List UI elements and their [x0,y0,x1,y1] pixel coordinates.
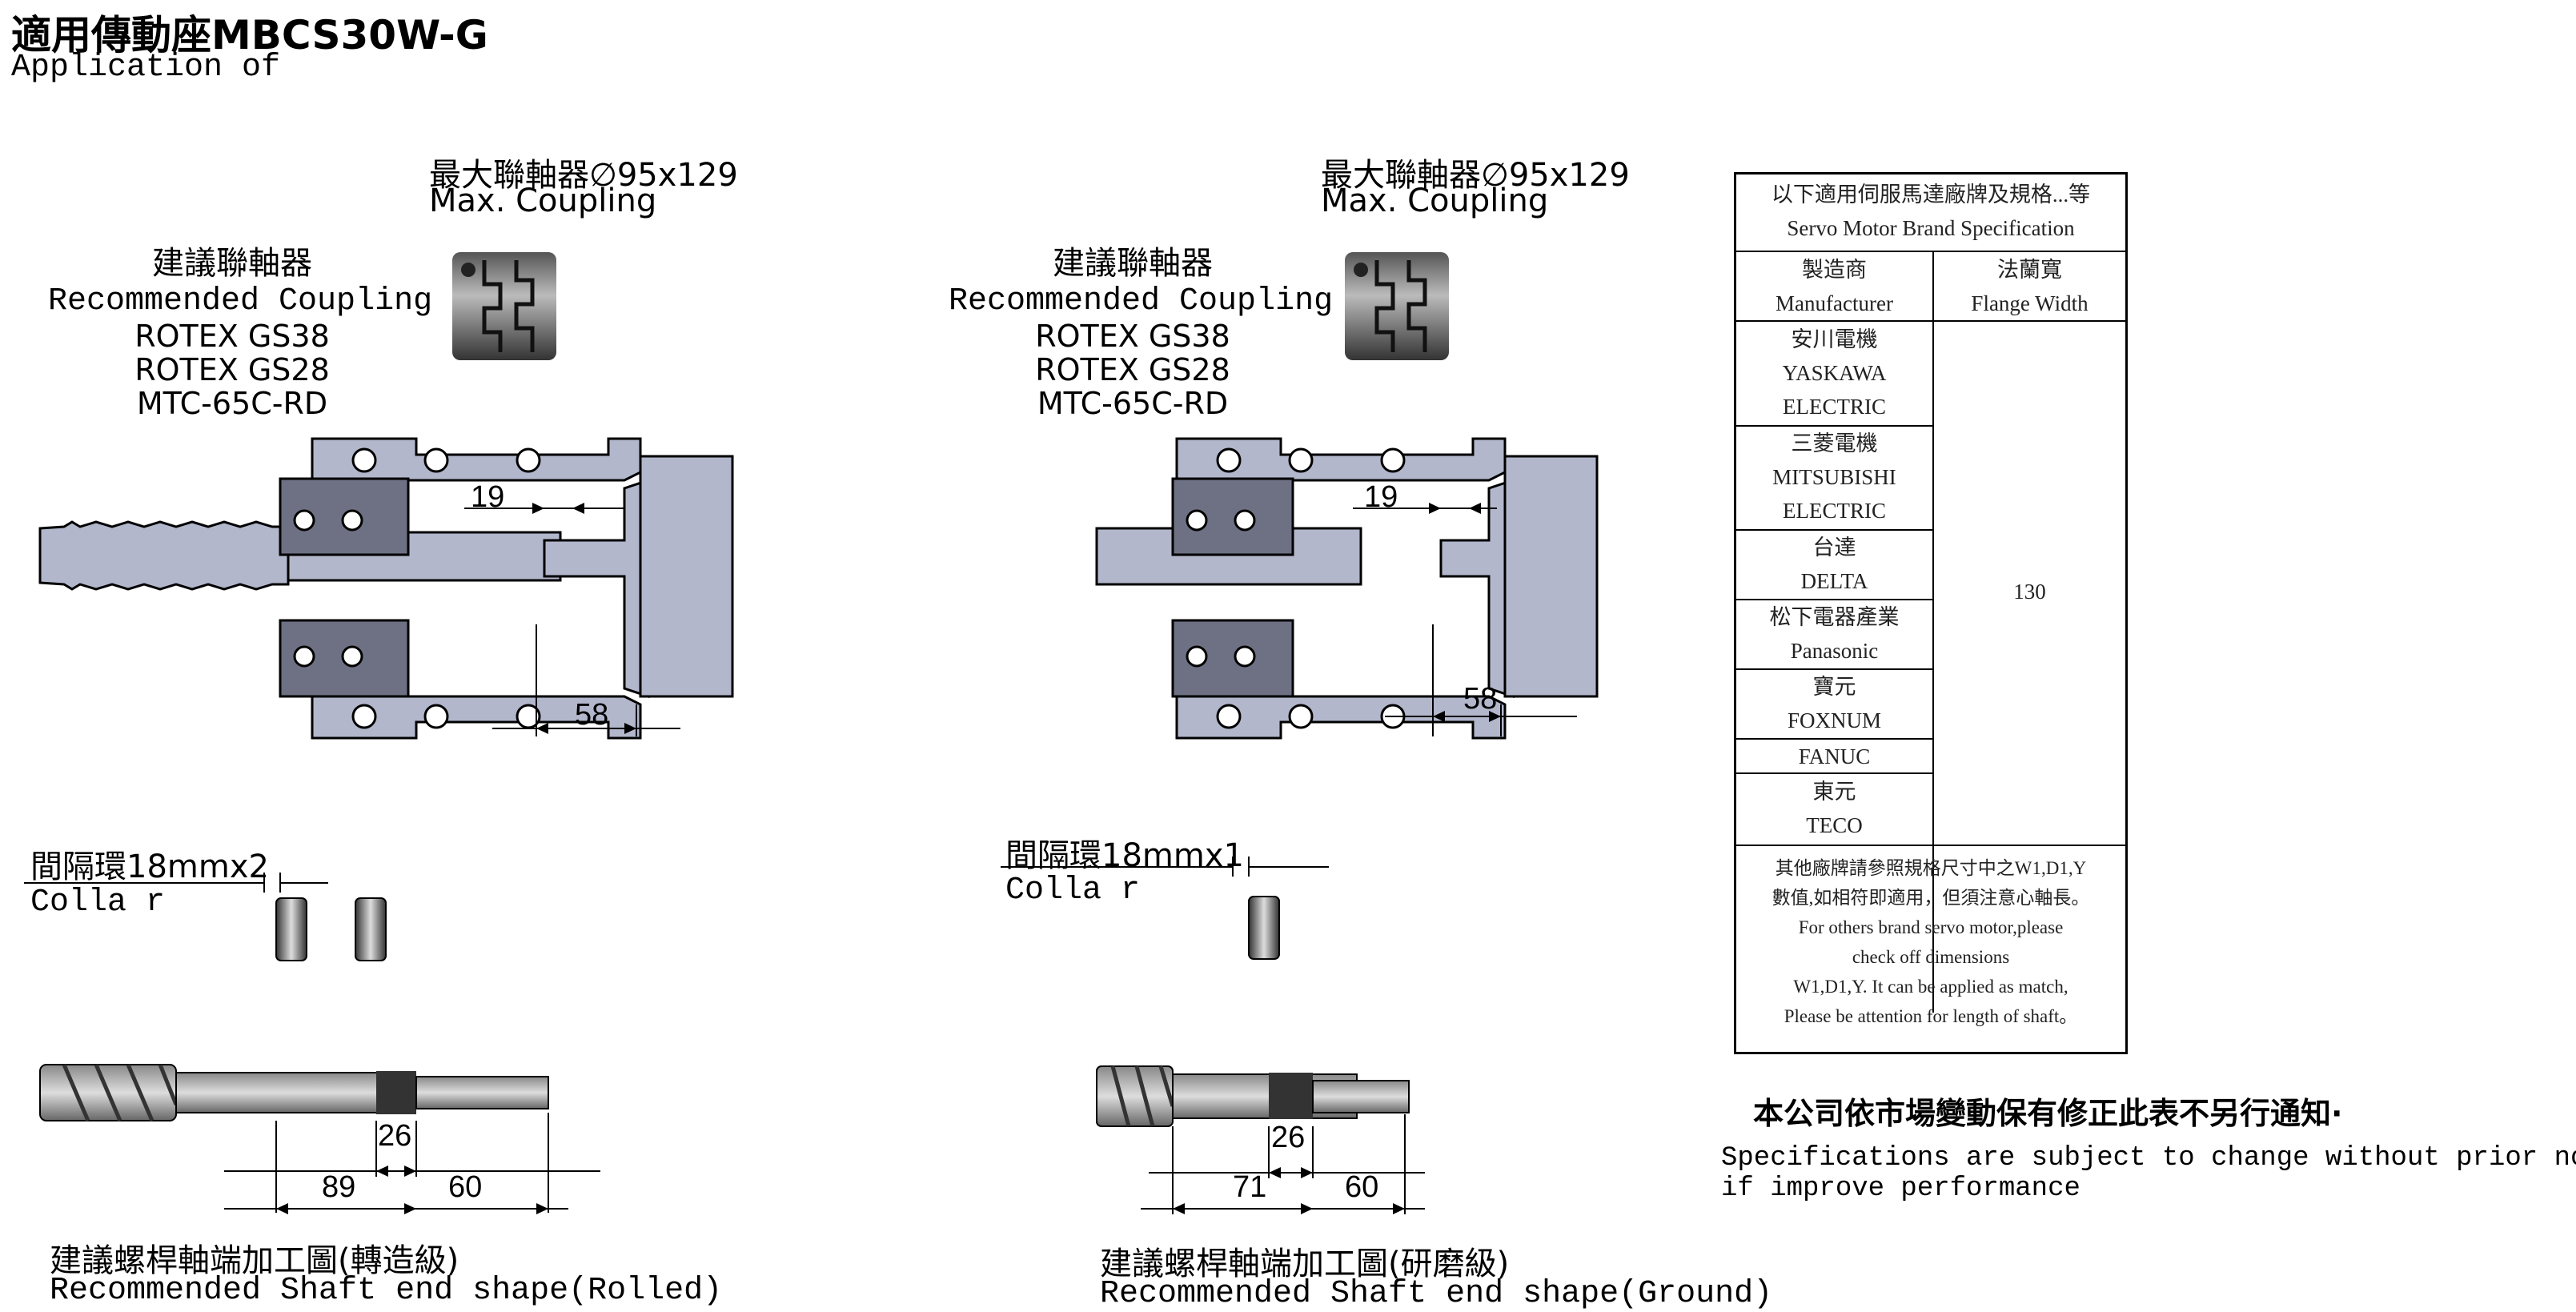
brand-zh: 三菱電機 [1791,431,1878,455]
collar-label-en-left: Colla r [30,885,166,921]
dim-gap-right: 19 [1364,480,1398,514]
brand-en: MITSUBISHI [1772,465,1896,489]
brand-en: FOXNUM [1787,708,1882,732]
dim-depth-left: 58 [575,698,609,732]
brand-row: 寶元 FOXNUM [1736,670,1932,737]
table-title: 以下適用伺服馬達廠牌及規格...等 Servo Motor Brand Spec… [1736,178,2125,245]
brand-row: 三菱電機 MITSUBISHI ELECTRIC [1736,427,1932,528]
brand-zh: 台達 [1812,536,1856,560]
coupling-model: MTC-65C-RD [136,386,328,421]
shaft-drawing-right [1096,1065,1425,1214]
collar-label-zh-left: 間隔環18mmx2 [30,849,269,885]
coupling-model: ROTEX GS28 [1035,352,1230,387]
coupling-model: MTC-65C-RD [1037,386,1229,421]
note-line: Please be attention for length of shaft。 [1784,1006,2078,1026]
max-coupling-zh-right: 最大聯軸器∅95x129 [1321,157,1630,194]
brand-en: DELTA [1800,569,1868,593]
shaft-drawing-left [39,1064,600,1214]
note-line: check off dimensions [1852,947,2010,967]
drive-housing-drawing-right [1095,437,1599,740]
shaft-caption-zh-left: 建議螺桿軸端加工圖(轉造級) [50,1242,459,1279]
coupling-image-right [1345,252,1449,360]
brand-row: 松下電器產業 Panasonic [1736,600,1932,668]
brand-row: 台達 DELTA [1736,531,1932,598]
shaft-caption-en-right: Recommended Shaft end shape(Ground) [1100,1276,1773,1312]
collar-label-zh-right: 間隔環18mmx1 [1005,837,1244,874]
dim-b-right: 60 [1345,1170,1379,1204]
page-title: 適用傳動座MBCS30W-G [11,12,488,58]
col-flange-en: Flange Width [1971,291,2088,315]
drive-housing-drawing-left [38,437,734,740]
table-title-en: Servo Motor Brand Specification [1787,216,2075,240]
max-coupling-zh-left: 最大聯軸器∅95x129 [429,157,738,194]
coupling-model: ROTEX GS38 [1035,319,1230,354]
flange-width-value: 130 [2013,580,2046,604]
brand-en: YASKAWA [1782,361,1887,385]
dim-thread-left: 26 [378,1119,412,1153]
recommended-coupling-zh: 建議聯軸器 [1053,245,1213,282]
table-title-zh: 以下適用伺服馬達廠牌及規格...等 [1771,183,2091,207]
dim-gap-left: 19 [471,480,505,514]
notice-zh: 本公司依市場變動保有修正此表不另行通知· [1753,1096,2343,1131]
coupling-model: ROTEX GS38 [134,319,330,354]
max-coupling-en-right: Max. Coupling [1321,183,1549,219]
table-note: 其他廠牌請參照規格尺寸中之W1,D1,Y 數值,如相符即適用，但須注意心軸長。 … [1736,853,2125,1031]
brand-row: 安川電機 YASKAWA ELECTRIC [1736,323,1932,423]
note-line: 其他廠牌請參照規格尺寸中之W1,D1,Y [1775,858,2087,878]
coupling-model: ROTEX GS28 [134,352,330,387]
column-header-flange: 法蘭寬 Flange Width [1934,253,2125,320]
servo-brand-spec-table: 以下適用伺服馬達廠牌及規格...等 Servo Motor Brand Spec… [1734,172,2128,1054]
shaft-caption-en-left: Recommended Shaft end shape(Rolled) [50,1273,723,1309]
note-line: W1,D1,Y. It can be applied as match, [1793,977,2068,997]
dim-b-left: 60 [448,1170,483,1204]
brand-zh: 松下電器產業 [1769,605,1900,629]
brand-row: FANUC [1736,740,1932,773]
dim-thread-right: 26 [1271,1121,1306,1154]
recommended-coupling-en: Recommended Coupling [48,283,433,319]
brand-en-2: ELECTRIC [1783,395,1886,419]
collar-drawing-right [1001,857,1329,960]
brand-zh: 東元 [1812,780,1856,804]
page-subtitle: Application of [11,50,281,86]
brand-row: 東元 TECO [1736,775,1932,842]
note-line: 數值,如相符即適用，但須注意心軸長。 [1772,888,2090,908]
collar-drawing-left [24,873,387,961]
recommended-coupling-en: Recommended Coupling [949,283,1334,319]
shaft-caption-zh-right: 建議螺桿軸端加工圖(研磨級) [1100,1246,1510,1282]
recommended-coupling-zh: 建議聯軸器 [152,245,312,282]
brand-en: FANUC [1798,744,1871,768]
brand-en: TECO [1806,813,1863,837]
brand-en-2: ELECTRIC [1783,499,1886,523]
col-manufacturer-en: Manufacturer [1776,291,1893,315]
note-line: For others brand servo motor,please [1798,917,2064,937]
max-coupling-en-left: Max. Coupling [429,183,657,219]
brand-en: Panasonic [1790,639,1879,663]
dim-a-left: 89 [322,1170,356,1204]
notice-en-2: if improve performance [1721,1174,2080,1204]
brand-zh: 寶元 [1812,675,1856,699]
col-flange-zh: 法蘭寬 [1997,258,2062,282]
dim-depth-right: 58 [1463,682,1498,716]
coupling-image-left [452,252,556,360]
column-header-manufacturer: 製造商 Manufacturer [1736,253,1932,320]
dim-a-right: 71 [1233,1170,1267,1204]
collar-label-en-right: Colla r [1005,873,1141,909]
col-manufacturer-zh: 製造商 [1802,258,1867,282]
notice-en-1: Specifications are subject to change wit… [1721,1143,2576,1174]
recommended-coupling-block-left: 建議聯軸器 Recommended Coupling ROTEX GS38 RO… [48,237,433,421]
recommended-coupling-block-right: 建議聯軸器 Recommended Coupling ROTEX GS38 RO… [949,237,1334,421]
brand-zh: 安川電機 [1791,327,1878,351]
